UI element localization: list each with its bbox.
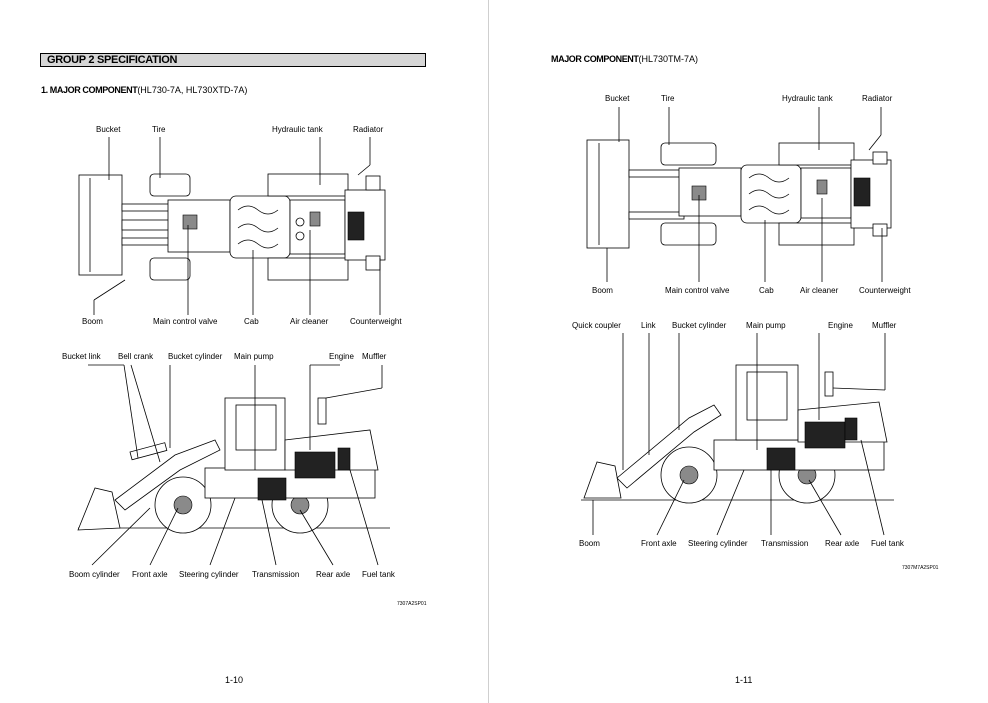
label-bucket-link: Bucket link [62, 352, 101, 361]
top-bucket-shape [78, 174, 123, 276]
label-transmission: Transmission [252, 570, 300, 579]
label-bucket-cylinder: Bucket cylinder [168, 352, 223, 361]
r-label-tire: Tire [661, 94, 675, 103]
right-top-view-diagram [586, 107, 892, 282]
r-label-steering-cylinder: Steering cylinder [688, 539, 748, 548]
label-rear-axle: Rear axle [316, 570, 351, 579]
r-label-air-cleaner: Air cleaner [800, 286, 839, 295]
right-heading-model: (HL730TM-7A) [638, 54, 699, 64]
figure-code: 7307A2SP01 [397, 601, 427, 607]
label-counterweight: Counterweight [350, 317, 402, 326]
right-heading-bold: MAJOR COMPONENT [551, 54, 639, 64]
right-heading: MAJOR COMPONENT(HL730TM-7A) [551, 54, 698, 64]
r-label-fuel-tank: Fuel tank [871, 539, 904, 548]
r-label-bucket: Bucket [605, 94, 630, 103]
label-air-cleaner: Air cleaner [290, 317, 329, 326]
r-label-bucket-cylinder: Bucket cylinder [672, 321, 727, 330]
right-figure-code: 7307M7A2SP01 [902, 565, 939, 571]
label-boom: Boom [82, 317, 103, 326]
r-label-front-axle: Front axle [641, 539, 677, 548]
group-title-bar: GROUP 2 SPECIFICATION [40, 53, 426, 67]
label-boom-cylinder: Boom cylinder [69, 570, 120, 579]
page-number: 1-10 [225, 675, 244, 685]
top-view-diagram [78, 137, 386, 315]
label-main-pump: Main pump [234, 352, 274, 361]
r-label-rear-axle: Rear axle [825, 539, 860, 548]
section-heading-models: (HL730-7A, HL730XTD-7A) [137, 85, 248, 95]
label-front-axle: Front axle [132, 570, 168, 579]
label-main-control-valve: Main control valve [153, 317, 218, 326]
label-radiator: Radiator [353, 125, 384, 134]
r-label-transmission: Transmission [761, 539, 809, 548]
side-view-diagram [77, 364, 390, 566]
right-side-view-diagram [581, 333, 894, 536]
r-label-cab: Cab [759, 286, 774, 295]
label-cab: Cab [244, 317, 259, 326]
section-heading: 1. MAJOR COMPONENT(HL730-7A, HL730XTD-7A… [41, 85, 247, 95]
r-label-muffler: Muffler [872, 321, 897, 330]
front-left-tire-shape [149, 173, 191, 197]
r-label-radiator: Radiator [862, 94, 893, 103]
label-bucket: Bucket [96, 125, 121, 134]
label-engine: Engine [329, 352, 354, 361]
label-muffler: Muffler [362, 352, 387, 361]
label-hydraulic-tank: Hydraulic tank [272, 125, 323, 134]
page-divider [488, 0, 489, 703]
r-label-hydraulic-tank: Hydraulic tank [782, 94, 833, 103]
label-steering-cylinder: Steering cylinder [179, 570, 239, 579]
r-label-main-control-valve: Main control valve [665, 286, 730, 295]
r-label-counterweight: Counterweight [859, 286, 911, 295]
r-label-link: Link [641, 321, 656, 330]
right-page-number: 1-11 [735, 675, 753, 685]
left-page: GROUP 2 SPECIFICATION 1. MAJOR COMPONENT… [0, 0, 488, 703]
r-label-boom: Boom [579, 539, 600, 548]
label-fuel-tank: Fuel tank [362, 570, 395, 579]
label-bell-crank: Bell crank [118, 352, 154, 361]
label-tire: Tire [152, 125, 166, 134]
r-label-boom: Boom [592, 286, 613, 295]
side-bucket-shape [77, 487, 121, 531]
r-label-quick-coupler: Quick coupler [572, 321, 621, 330]
right-page: MAJOR COMPONENT(HL730TM-7A) Bucket Tire … [489, 0, 988, 703]
section-heading-bold: 1. MAJOR COMPONENT [41, 85, 138, 95]
r-label-engine: Engine [828, 321, 853, 330]
r-label-main-pump: Main pump [746, 321, 786, 330]
group-title: GROUP 2 SPECIFICATION [47, 54, 178, 66]
